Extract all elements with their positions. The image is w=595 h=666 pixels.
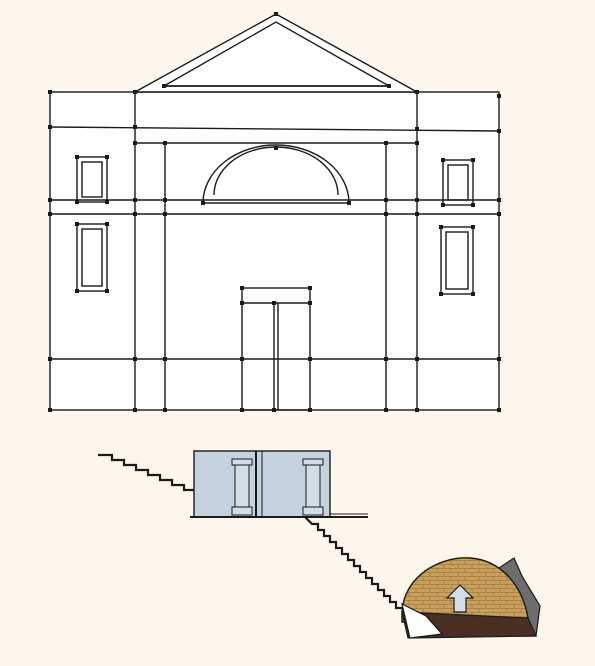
vaulted-chamber [401,557,541,639]
up-arrow-icon [445,584,475,613]
column-right [302,458,324,516]
window-right-upper-inner [447,164,469,201]
lunette-window-outer [202,144,350,204]
facade-elevation [49,13,500,411]
window-left-upper-inner [81,161,103,198]
cornice-line [49,126,500,132]
window-right-lower-inner [445,231,469,290]
window-left-lower-inner [81,228,103,287]
window-left-upper [76,156,108,203]
stair-upper [98,453,194,492]
column-left [231,458,253,516]
vertex-markers [48,12,501,412]
window-right-lower [440,226,474,295]
chamber-opening [401,602,444,639]
stair-lower [304,516,402,610]
entrance-section [98,450,402,610]
pediment [134,13,418,93]
window-right-upper [442,159,474,206]
window-left-lower [76,223,108,292]
